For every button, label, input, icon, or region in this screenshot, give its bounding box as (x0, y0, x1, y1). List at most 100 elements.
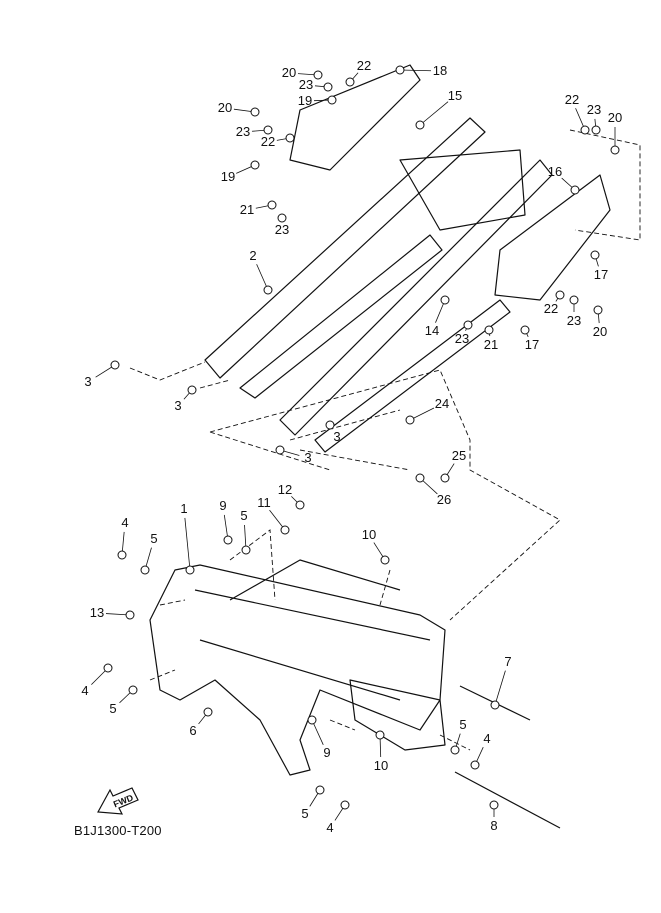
callout-number: 5 (109, 701, 116, 716)
part-21-shape (267, 200, 277, 210)
part-20-shape (250, 107, 260, 117)
callout-5: 5 (109, 685, 138, 716)
callout-5: 5 (301, 785, 325, 821)
part-24-shape (405, 415, 415, 425)
part-3-shape (187, 385, 197, 395)
callout-number: 1 (180, 501, 187, 516)
callout-23: 23 (567, 295, 581, 328)
part-10-shape (380, 555, 390, 565)
part-16-shape (570, 185, 580, 195)
callout-25: 25 (440, 448, 466, 483)
callout-17: 17 (520, 325, 539, 352)
callout-19: 19 (298, 93, 337, 108)
callout-number: 14 (425, 323, 439, 338)
callout-3: 3 (275, 445, 312, 465)
callout-number: 20 (593, 324, 607, 339)
part-4-shape (470, 760, 480, 770)
callout-8: 8 (489, 800, 499, 833)
callout-number: 5 (240, 508, 247, 523)
callout-22: 22 (345, 58, 371, 87)
callout-number: 4 (483, 731, 490, 746)
callout-number: 26 (437, 492, 451, 507)
callout-1: 1 (180, 501, 195, 575)
part-23-shape (569, 295, 579, 305)
part-8-shape (489, 800, 499, 810)
part-10-shape (375, 730, 385, 740)
callout-20: 20 (608, 110, 622, 155)
callout-22: 22 (261, 133, 295, 149)
callout-number: 20 (218, 100, 232, 115)
callout-number: 19 (221, 169, 235, 184)
part-13-shape (125, 610, 135, 620)
callout-number: 24 (435, 396, 449, 411)
part-3-shape (325, 420, 335, 430)
callout-number: 22 (357, 58, 371, 73)
part-22-shape (580, 125, 590, 135)
callout-number: 3 (304, 450, 311, 465)
callout-number: 10 (374, 758, 388, 773)
callout-10: 10 (362, 527, 390, 565)
leader-line (256, 264, 269, 291)
callout-number: 18 (433, 63, 447, 78)
rear-bracket-left (289, 64, 421, 171)
callout-number: 5 (301, 806, 308, 821)
part-17-shape (520, 325, 530, 335)
part-19-shape (327, 95, 337, 105)
part-5-shape (450, 745, 460, 755)
callout-number: 4 (81, 683, 88, 698)
callout-3: 3 (325, 420, 341, 444)
callout-number: 23 (299, 77, 313, 92)
fwd-arrow-icon: FWD (97, 787, 139, 815)
callout-number: 20 (282, 65, 296, 80)
callout-2: 2 (249, 248, 273, 295)
part-7-shape (490, 700, 500, 710)
part-23-shape (277, 213, 287, 223)
callout-11: 11 (257, 495, 290, 535)
callout-20: 20 (218, 100, 260, 117)
callout-number: 8 (490, 818, 497, 833)
part-5-shape (241, 545, 251, 555)
callout-22: 22 (565, 92, 590, 135)
part-22-shape (285, 133, 295, 143)
callout-14: 14 (425, 295, 450, 338)
callout-3: 3 (174, 385, 197, 413)
part-22-shape (345, 77, 355, 87)
leader-line (311, 719, 324, 745)
callout-number: 6 (189, 723, 196, 738)
callout-number: 12 (278, 482, 292, 497)
callout-5: 5 (450, 717, 467, 755)
callout-number: 3 (84, 374, 91, 389)
subframe-rail-left (204, 117, 486, 379)
leader-line (494, 670, 506, 706)
callout-number: 3 (174, 398, 181, 413)
callout-10: 10 (374, 730, 388, 773)
callout-4: 4 (117, 515, 129, 560)
part-22-shape (555, 290, 565, 300)
callout-number: 9 (323, 745, 330, 760)
part-5-shape (315, 785, 325, 795)
part-18-shape (395, 65, 405, 75)
part-23-shape (323, 82, 333, 92)
callout-6: 6 (189, 707, 213, 738)
callout-number: 23 (567, 313, 581, 328)
callout-number: 22 (261, 134, 275, 149)
callout-23: 23 (275, 213, 289, 237)
part-6-shape (203, 707, 213, 717)
callout-number: 21 (240, 202, 254, 217)
callout-number: 4 (121, 515, 128, 530)
callout-17: 17 (590, 250, 608, 282)
part-3-shape (110, 360, 120, 370)
callout-4: 4 (470, 731, 491, 770)
part-21-shape (484, 325, 494, 335)
callout-23: 23 (587, 102, 601, 135)
callout-9: 9 (307, 715, 331, 760)
part-4-shape (340, 800, 350, 810)
callout-number: 16 (548, 164, 562, 179)
callout-20: 20 (593, 305, 607, 339)
diagram-code: B1J1300-T200 (74, 823, 162, 838)
callout-number: 4 (326, 820, 333, 835)
callout-number: 5 (459, 717, 466, 732)
callout-23: 23 (455, 320, 473, 346)
callout-15: 15 (415, 88, 462, 130)
